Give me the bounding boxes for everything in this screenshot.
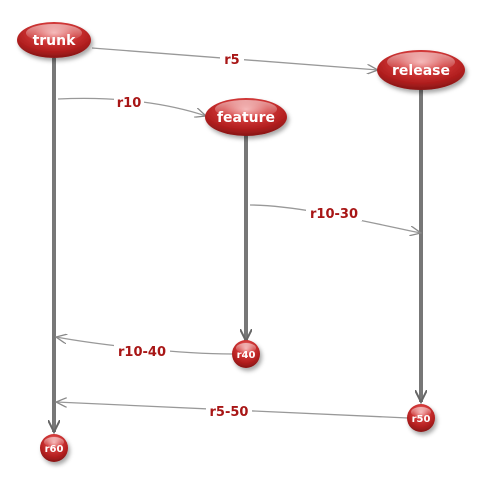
merge-label-r5: r5 [224, 53, 239, 68]
branch-label-trunk: trunk [33, 33, 77, 49]
revision-label-r50: r50 [412, 414, 431, 425]
branch-node-feature[interactable]: feature [205, 98, 287, 136]
merge-label-r10-30: r10-30 [310, 207, 358, 222]
branch-label-release: release [392, 63, 450, 79]
branch-node-release[interactable]: release [377, 50, 465, 90]
merge-label-r10: r10 [117, 96, 142, 111]
revision-node-r60[interactable]: r60 [40, 434, 68, 462]
revision-node-r50[interactable]: r50 [407, 404, 435, 432]
branch-node-trunk[interactable]: trunk [17, 22, 91, 58]
revision-node-r40[interactable]: r40 [232, 340, 260, 368]
merge-labels: r5 r10 r10-30 r10-40 r5-50 [114, 51, 362, 420]
merge-label-r5-50: r5-50 [210, 405, 249, 420]
branch-lines [54, 58, 421, 432]
revision-label-r60: r60 [45, 444, 64, 455]
revision-label-r40: r40 [237, 350, 256, 361]
merge-label-r10-40: r10-40 [118, 345, 166, 360]
branch-label-feature: feature [217, 110, 275, 126]
